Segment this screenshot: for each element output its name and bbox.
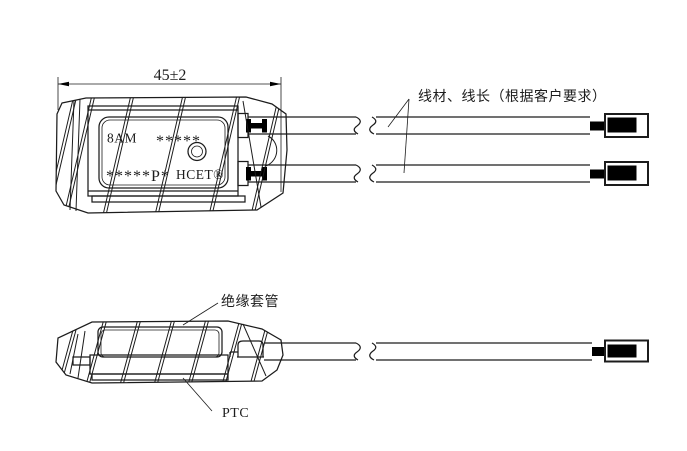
left-tab: [72, 356, 91, 366]
bottom-terminal-neck: [592, 347, 605, 356]
wire-1-terminal-pin: [607, 117, 637, 133]
protector-case: 8AM ***** *****P* HCET®: [87, 105, 267, 203]
label-plate-outer: [98, 116, 229, 189]
top-view: 45±2: [55, 67, 649, 214]
bottom-wire: [264, 342, 592, 361]
marking-model: 8AM: [107, 131, 137, 146]
wire-2-terminal-pin: [607, 165, 637, 181]
leader-line-wire-1: [387, 98, 410, 128]
rivet-outer-circle: [187, 141, 207, 162]
leader-line-insulation: [182, 302, 219, 326]
wire-1: [248, 116, 590, 135]
bottom-view: 绝缘套管 PTC: [55, 294, 649, 421]
wire-2-break-left: [353, 164, 361, 183]
marking-brand: HCET®: [176, 167, 224, 182]
leader-line-ptc: [182, 377, 213, 412]
bottom-wire-break-right: [369, 342, 377, 361]
dimension-arrow-right: [270, 81, 281, 87]
bottom-terminal-pin: [607, 344, 637, 358]
dimension-45: 45±2: [57, 67, 282, 192]
dimension-arrow-left: [58, 81, 69, 87]
wrap-spiral-lines: [56, 97, 287, 213]
outer-wrap: [55, 96, 288, 214]
bottom-wrap-spiral-lines: [57, 321, 272, 383]
wire-2-break-right: [369, 164, 377, 183]
leader-line-wire-2: [403, 98, 410, 174]
ptc-callout: PTC: [182, 377, 249, 421]
rivet-inner-circle: [191, 145, 203, 158]
marking-code: *****P*: [106, 168, 170, 185]
bottom-outer-wrap: [55, 320, 284, 384]
wire-note-callout: 线材、线长（根据客户要求）: [387, 88, 607, 174]
bottom-wrap-folds: [69, 323, 267, 379]
lead-wires: [248, 113, 649, 186]
bottom-wire-break-left: [353, 342, 361, 361]
ptc-element: [89, 354, 229, 375]
wire-1-break-left: [353, 116, 361, 135]
wire-1-terminal-neck: [590, 121, 605, 131]
case-base-plate: [91, 195, 246, 203]
marking-stars: *****: [156, 133, 201, 150]
crimp-2: [246, 167, 267, 181]
insulation-sleeve-inner: [100, 329, 220, 358]
label-plate-inner: [101, 119, 226, 186]
wire-2: [248, 164, 590, 183]
insulation-sleeve-part: [97, 326, 223, 358]
insulation-sleeve-label: 绝缘套管: [221, 294, 279, 310]
wrap-outline: [55, 96, 288, 214]
bottom-wrap-outline: [55, 320, 284, 384]
ptc-label: PTC: [222, 406, 249, 421]
bottom-lead-wire: [264, 339, 649, 363]
dimension-label: 45±2: [154, 67, 187, 84]
wire-2-terminal-neck: [590, 169, 605, 179]
insulation-callout: 绝缘套管: [182, 294, 279, 326]
crimp-1: [246, 119, 267, 133]
wrap-bulge: [265, 135, 278, 167]
wire-note-label: 线材、线长（根据客户要求）: [418, 88, 607, 105]
wire-1-break-right: [369, 116, 377, 135]
